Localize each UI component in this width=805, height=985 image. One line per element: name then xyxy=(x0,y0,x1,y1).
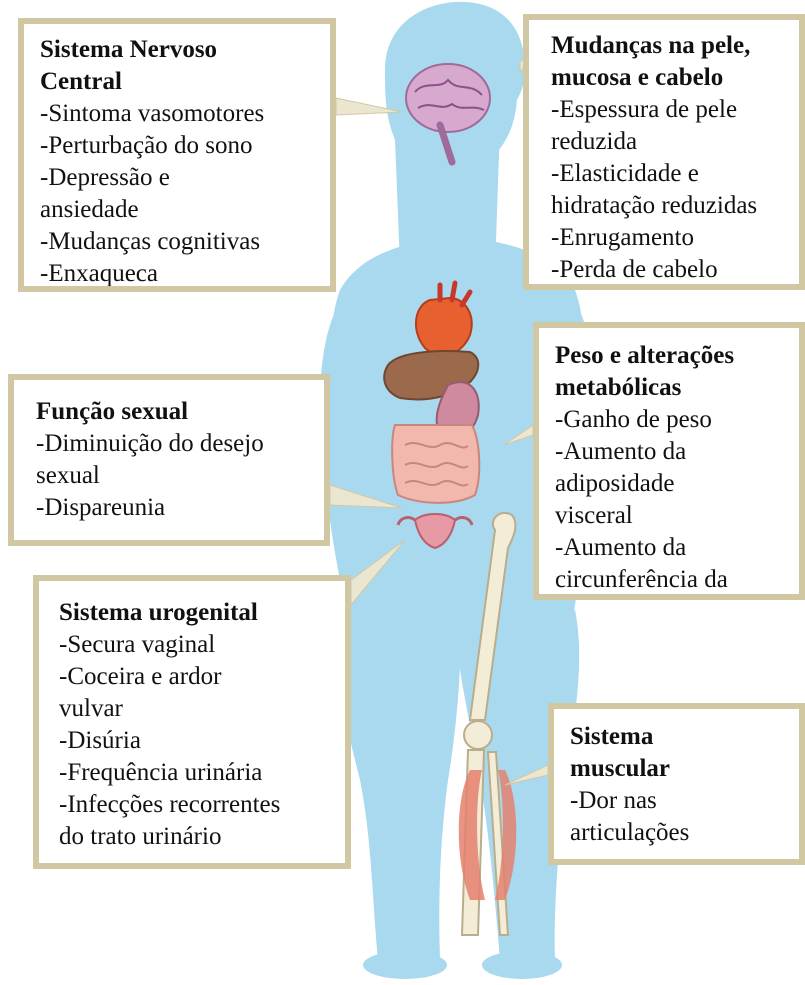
callout-item: circunferência da xyxy=(555,564,785,596)
callout-central-nervous-system: Sistema Nervoso Central -Sintoma vasomot… xyxy=(18,18,336,292)
callout-skin-mucosa-hair: Mudanças na pele, mucosa e cabelo -Espes… xyxy=(523,14,805,290)
callout-item: -Depressão e xyxy=(40,162,316,194)
callout-item: sexual xyxy=(36,460,310,492)
callout-item: adiposidade xyxy=(555,468,785,500)
callout-title: Sistema urogenital xyxy=(59,597,331,629)
callout-item: -Dispareunia xyxy=(36,492,310,524)
callout-item: vulvar xyxy=(59,693,331,725)
callout-item: -Sintoma vasomotores xyxy=(40,98,316,130)
callout-weight-metabolic: Peso e alterações metabólicas -Ganho de … xyxy=(533,322,805,600)
callout-item: -Coceira e ardor xyxy=(59,661,331,693)
callout-item: -Enrugamento xyxy=(551,222,793,254)
callout-item: -Elasticidade e xyxy=(551,158,793,190)
callout-item: -Ganho de peso xyxy=(555,404,785,436)
callout-muscular-system: Sistema muscular -Dor nas articulações xyxy=(548,703,805,865)
callout-title: Função sexual xyxy=(36,396,310,428)
callout-item: -Mudanças cognitivas xyxy=(40,226,316,258)
callout-item: -Dor nas xyxy=(570,785,785,817)
callout-item: -Secura vaginal xyxy=(59,629,331,661)
callout-title: Mudanças na pele, xyxy=(551,30,793,62)
callout-item: -Enxaqueca xyxy=(40,258,316,290)
callout-item: -Espessura de pele xyxy=(551,94,793,126)
callout-item: do trato urinário xyxy=(59,821,331,853)
callout-item: visceral xyxy=(555,500,785,532)
callout-item: -Disúria xyxy=(59,725,331,757)
intestines-icon xyxy=(392,425,479,503)
callout-item: ansiedade xyxy=(40,194,316,226)
callout-title: mucosa e cabelo xyxy=(551,62,793,94)
callout-item: -Aumento da xyxy=(555,532,785,564)
callout-sexual-function: Função sexual -Diminuição do desejo sexu… xyxy=(8,374,330,546)
callout-item: -Perturbação do sono xyxy=(40,130,316,162)
callout-item: -Perda de cabelo xyxy=(551,254,793,286)
callout-item: hidratação reduzidas xyxy=(551,190,793,222)
callout-item: -Infecções recorrentes xyxy=(59,789,331,821)
callout-item: -Diminuição do desejo xyxy=(36,428,310,460)
callout-title: metabólicas xyxy=(555,372,785,404)
callout-title: Central xyxy=(40,66,316,98)
callout-item: -Aumento da xyxy=(555,436,785,468)
callout-item: -Frequência urinária xyxy=(59,757,331,789)
callout-title: Peso e alterações xyxy=(555,340,785,372)
callout-title: Sistema xyxy=(570,721,785,753)
callout-item: articulações xyxy=(570,817,785,849)
callout-title: muscular xyxy=(570,753,785,785)
callout-title: Sistema Nervoso xyxy=(40,34,316,66)
callout-item: reduzida xyxy=(551,126,793,158)
callout-urogenital-system: Sistema urogenital -Secura vaginal -Coce… xyxy=(33,575,351,869)
